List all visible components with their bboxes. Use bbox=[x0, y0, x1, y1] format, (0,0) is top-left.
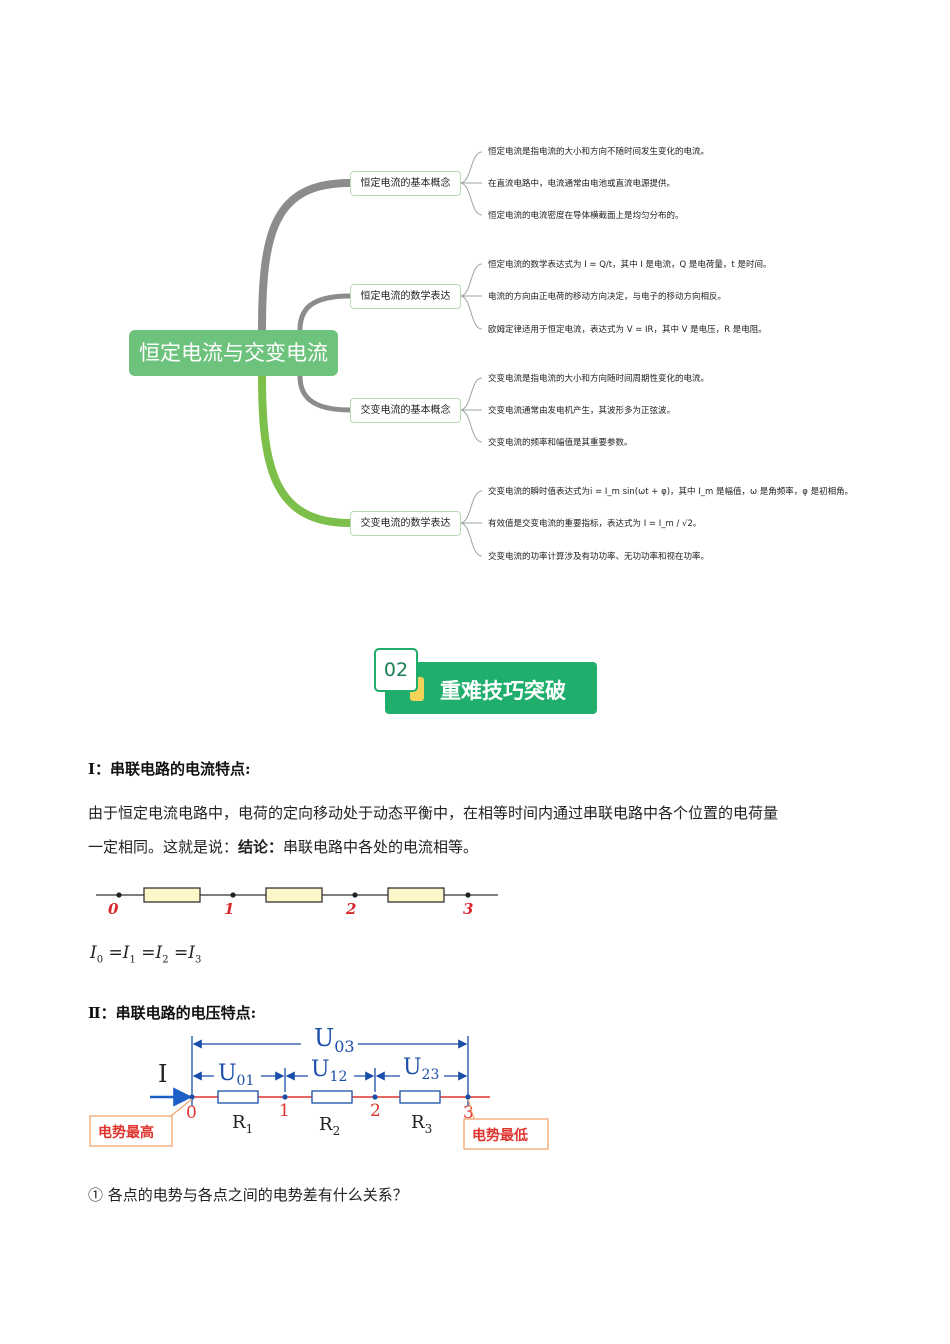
point-label-1: 1 bbox=[224, 900, 234, 918]
v-point-label-3: 3 bbox=[463, 1103, 474, 1123]
mindmap-leaf: 交变电流的功率计算涉及有功功率、无功功率和视在功率。 bbox=[488, 552, 710, 562]
mindmap-branch-1: 恒定电流的基本概念 bbox=[350, 171, 461, 196]
u03-label: U03 bbox=[314, 1024, 355, 1056]
resistor-box bbox=[265, 887, 323, 903]
mindmap-connectors bbox=[258, 151, 483, 557]
node-dot bbox=[282, 1094, 288, 1100]
current-equality-formula: I0 =I1 =I2 =I3 bbox=[90, 943, 202, 966]
point-label-0: 0 bbox=[108, 900, 119, 918]
node-dot bbox=[465, 892, 471, 898]
node-dot bbox=[372, 1094, 378, 1100]
mindmap-leaf: 交变电流是指电流的大小和方向随时间周期性变化的电流。 bbox=[488, 374, 710, 384]
mindmap-leaf: 有效值是交变电流的重要指标，表达式为 I = I_m / √2。 bbox=[488, 519, 702, 529]
mindmap-leaf: 交变电流的频率和幅值是其重要参数。 bbox=[488, 438, 633, 448]
mindmap-leaf: 交变电流的瞬时值表达式为i = I_m sin(ωt + φ)，其中 I_m 是… bbox=[488, 487, 854, 497]
r3-label: R3 bbox=[411, 1112, 432, 1136]
r1-label: R1 bbox=[232, 1112, 253, 1136]
v-point-label-0: 0 bbox=[186, 1103, 197, 1123]
current-label: I bbox=[158, 1060, 167, 1088]
series-voltage-diagram: U03 I U01 U12 U23 0 1 2 3 R1 R2 R3 电势最高 … bbox=[89, 1024, 549, 1150]
mindmap-leaf: 交变电流通常由发电机产生，其波形多为正弦波。 bbox=[488, 406, 676, 416]
mindmap-leaf: 恒定电流是指电流的大小和方向不随时间发生变化的电流。 bbox=[488, 147, 710, 157]
point-label-2: 2 bbox=[345, 900, 356, 918]
resistor-box bbox=[143, 887, 201, 903]
v-point-label-1: 1 bbox=[279, 1101, 290, 1121]
mindmap-branch-3: 交变电流的基本概念 bbox=[350, 398, 461, 423]
r2-label: R2 bbox=[319, 1114, 340, 1138]
mindmap-branch-2: 恒定电流的数学表达 bbox=[350, 284, 461, 309]
resistor-r3 bbox=[399, 1090, 441, 1104]
callout-low-box bbox=[463, 1118, 549, 1150]
section2-heading: Ⅱ：串联电路的电压特点: bbox=[88, 1004, 257, 1022]
series-current-diagram: 0 1 2 3 bbox=[96, 887, 498, 918]
node-dot bbox=[116, 892, 122, 898]
node-dot bbox=[352, 892, 358, 898]
mindmap-leaf: 恒定电流的数学表达式为 I = Q/t，其中 I 是电流，Q 是电荷量，t 是时… bbox=[488, 260, 772, 270]
u23-label: U23 bbox=[403, 1055, 439, 1083]
mindmap-leaf: 在直流电路中，电流通常由电池或直流电源提供。 bbox=[488, 179, 676, 189]
section-badge: 02 重难技巧突破 bbox=[374, 648, 598, 716]
section2-question: ① 各点的电势与各点之间的电势差有什么关系？ bbox=[88, 1186, 408, 1204]
section1-para-line2: 一定相同。这就是说：结论：串联电路中各处的电流相等。 bbox=[88, 830, 878, 864]
mindmap: 恒定电流与交变电流 恒定电流的基本概念 恒定电流的数学表达 交变电流的基本概念 … bbox=[0, 0, 950, 600]
resistor-box bbox=[387, 887, 445, 903]
node-dot bbox=[230, 892, 236, 898]
node-dot bbox=[465, 1094, 471, 1100]
callout-high-box bbox=[89, 1115, 173, 1147]
para-suffix: 串联电路中各处的电流相等。 bbox=[283, 838, 479, 856]
para-prefix: 一定相同。这就是说： bbox=[88, 838, 239, 856]
mindmap-leaf: 欧姆定律适用于恒定电流，表达式为 V = IR，其中 V 是电压，R 是电阻。 bbox=[488, 325, 767, 335]
callout-high-text: 电势最高 bbox=[98, 1124, 154, 1141]
node-dot bbox=[189, 1094, 195, 1100]
mindmap-branch-4: 交变电流的数学表达 bbox=[350, 511, 461, 536]
u01-label: U01 bbox=[218, 1061, 254, 1089]
mindmap-leaf: 电流的方向由正电荷的移动方向决定，与电子的移动方向相反。 bbox=[488, 292, 727, 302]
callout-low-text: 电势最低 bbox=[472, 1127, 528, 1144]
v-point-label-2: 2 bbox=[370, 1101, 381, 1121]
mindmap-root: 恒定电流与交变电流 bbox=[129, 330, 338, 376]
conclusion-label: 结论： bbox=[238, 838, 284, 856]
u12-label: U12 bbox=[311, 1057, 347, 1085]
section1-para-line1: 由于恒定电流电路中，电荷的定向移动处于动态平衡中，在相等时间内通过串联电路中各个… bbox=[88, 804, 779, 822]
point-label-3: 3 bbox=[463, 900, 473, 918]
section-badge-number: 02 bbox=[374, 648, 418, 692]
section1-paragraph: 由于恒定电流电路中，电荷的定向移动处于动态平衡中，在相等时间内通过串联电路中各个… bbox=[88, 796, 878, 864]
resistor-r1 bbox=[217, 1090, 259, 1104]
section1-heading: Ⅰ：串联电路的电流特点: bbox=[88, 760, 251, 778]
resistor-r2 bbox=[311, 1090, 353, 1104]
section-badge-title: 重难技巧突破 bbox=[440, 679, 566, 703]
mindmap-leaf: 恒定电流的电流密度在导体横截面上是均匀分布的。 bbox=[488, 211, 684, 221]
